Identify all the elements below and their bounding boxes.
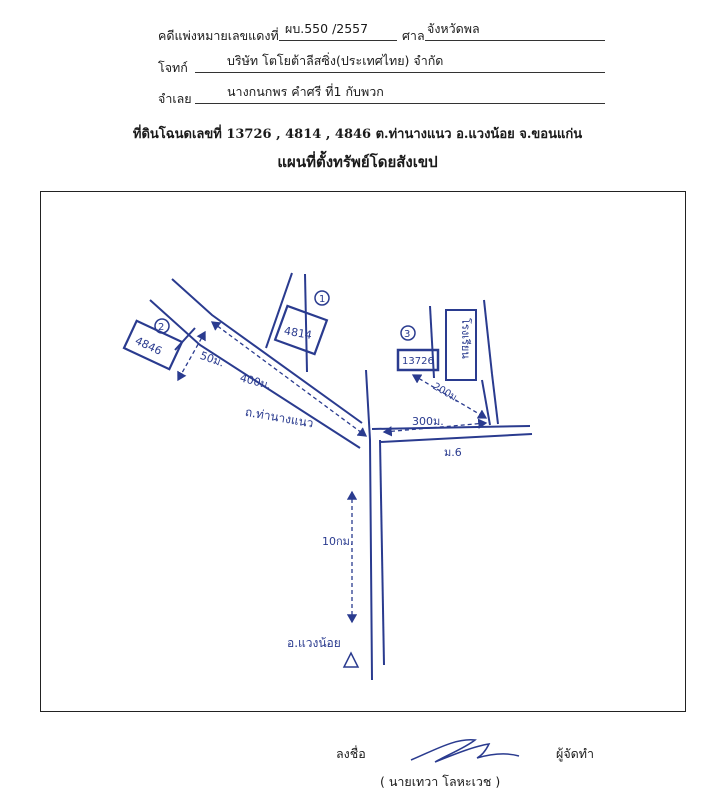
plaintiff-field: บริษัท โตโยต้าลีสซิ่ง(ประเทศไทย) จำกัด	[195, 53, 605, 73]
case-number-label: คดีแพ่งหมายเลขแดงที่	[158, 28, 279, 43]
defendant-field: นางกนกพร คำศรี ที่1 กับพวก	[195, 84, 605, 104]
distance-200m: 200ม.	[431, 381, 461, 405]
court-value: จังหวัดพล	[427, 21, 480, 36]
distance-400m: 400ม.	[238, 371, 272, 392]
school-label: โรงเรียน	[459, 318, 473, 359]
land-deed-line: ที่ดินโฉนดเลขที่ 13726 , 4814 , 4846 ต.ท…	[132, 127, 583, 142]
village-6-label: ม.6	[444, 446, 462, 459]
district-triangle-icon	[342, 651, 360, 668]
distance-10km: 10กม.	[322, 535, 353, 548]
case-number-value: ผบ.550 /2557	[285, 21, 369, 36]
map-title: แผนที่ตั้งทรัพย์โดยสังเขป	[277, 153, 438, 171]
distance-300m: 300ม.	[412, 415, 444, 428]
arrow-50m	[177, 330, 206, 382]
arrow-400m	[210, 321, 368, 437]
distance-50m: 50ม.	[198, 349, 226, 370]
court-label: ศาล	[402, 28, 425, 43]
plaintiff-value: บริษัท โตโยต้าลีสซิ่ง(ประเทศไทย) จำกัด	[227, 53, 444, 68]
role-label: ผู้จัดทำ	[556, 746, 595, 761]
road-tha-nang-naew	[149, 278, 363, 449]
defendant-value: นางกนกพร คำศรี ที่1 กับพวก	[227, 84, 384, 99]
road-name-label: ถ.ท่านางแนว	[244, 405, 315, 431]
arrow-200m	[411, 374, 488, 419]
sign-label: ลงชื่อ	[336, 746, 366, 761]
defendant-label: จำเลย	[158, 91, 192, 106]
marker-1-circle: 1	[314, 290, 330, 306]
road-village-6	[371, 425, 533, 443]
marker-1-label: 1	[319, 294, 325, 305]
marker-3-circle: 3	[400, 325, 416, 341]
map-frame	[40, 191, 686, 712]
case-number-field: ผบ.550 /2557	[279, 21, 397, 41]
arrow-300m	[382, 418, 488, 437]
signer-name: ( นายเทวา โลหะเวช )	[380, 774, 501, 789]
plot-4846-box	[122, 319, 184, 371]
marker-2-label: 2	[158, 322, 164, 333]
road-main-vertical	[365, 369, 385, 681]
signature-mark	[410, 739, 520, 763]
marker-2-circle: 2	[154, 318, 170, 334]
plot-13726-box	[396, 348, 440, 372]
marker-3-label: 3	[404, 329, 410, 340]
court-field: จังหวัดพล	[425, 21, 605, 41]
plot-4814-label: 4814	[283, 324, 313, 342]
plaintiff-label: โจทก์	[158, 60, 188, 75]
plot-13726-label: 13726	[402, 356, 434, 367]
district-label: อ.แวงน้อย	[287, 636, 341, 650]
